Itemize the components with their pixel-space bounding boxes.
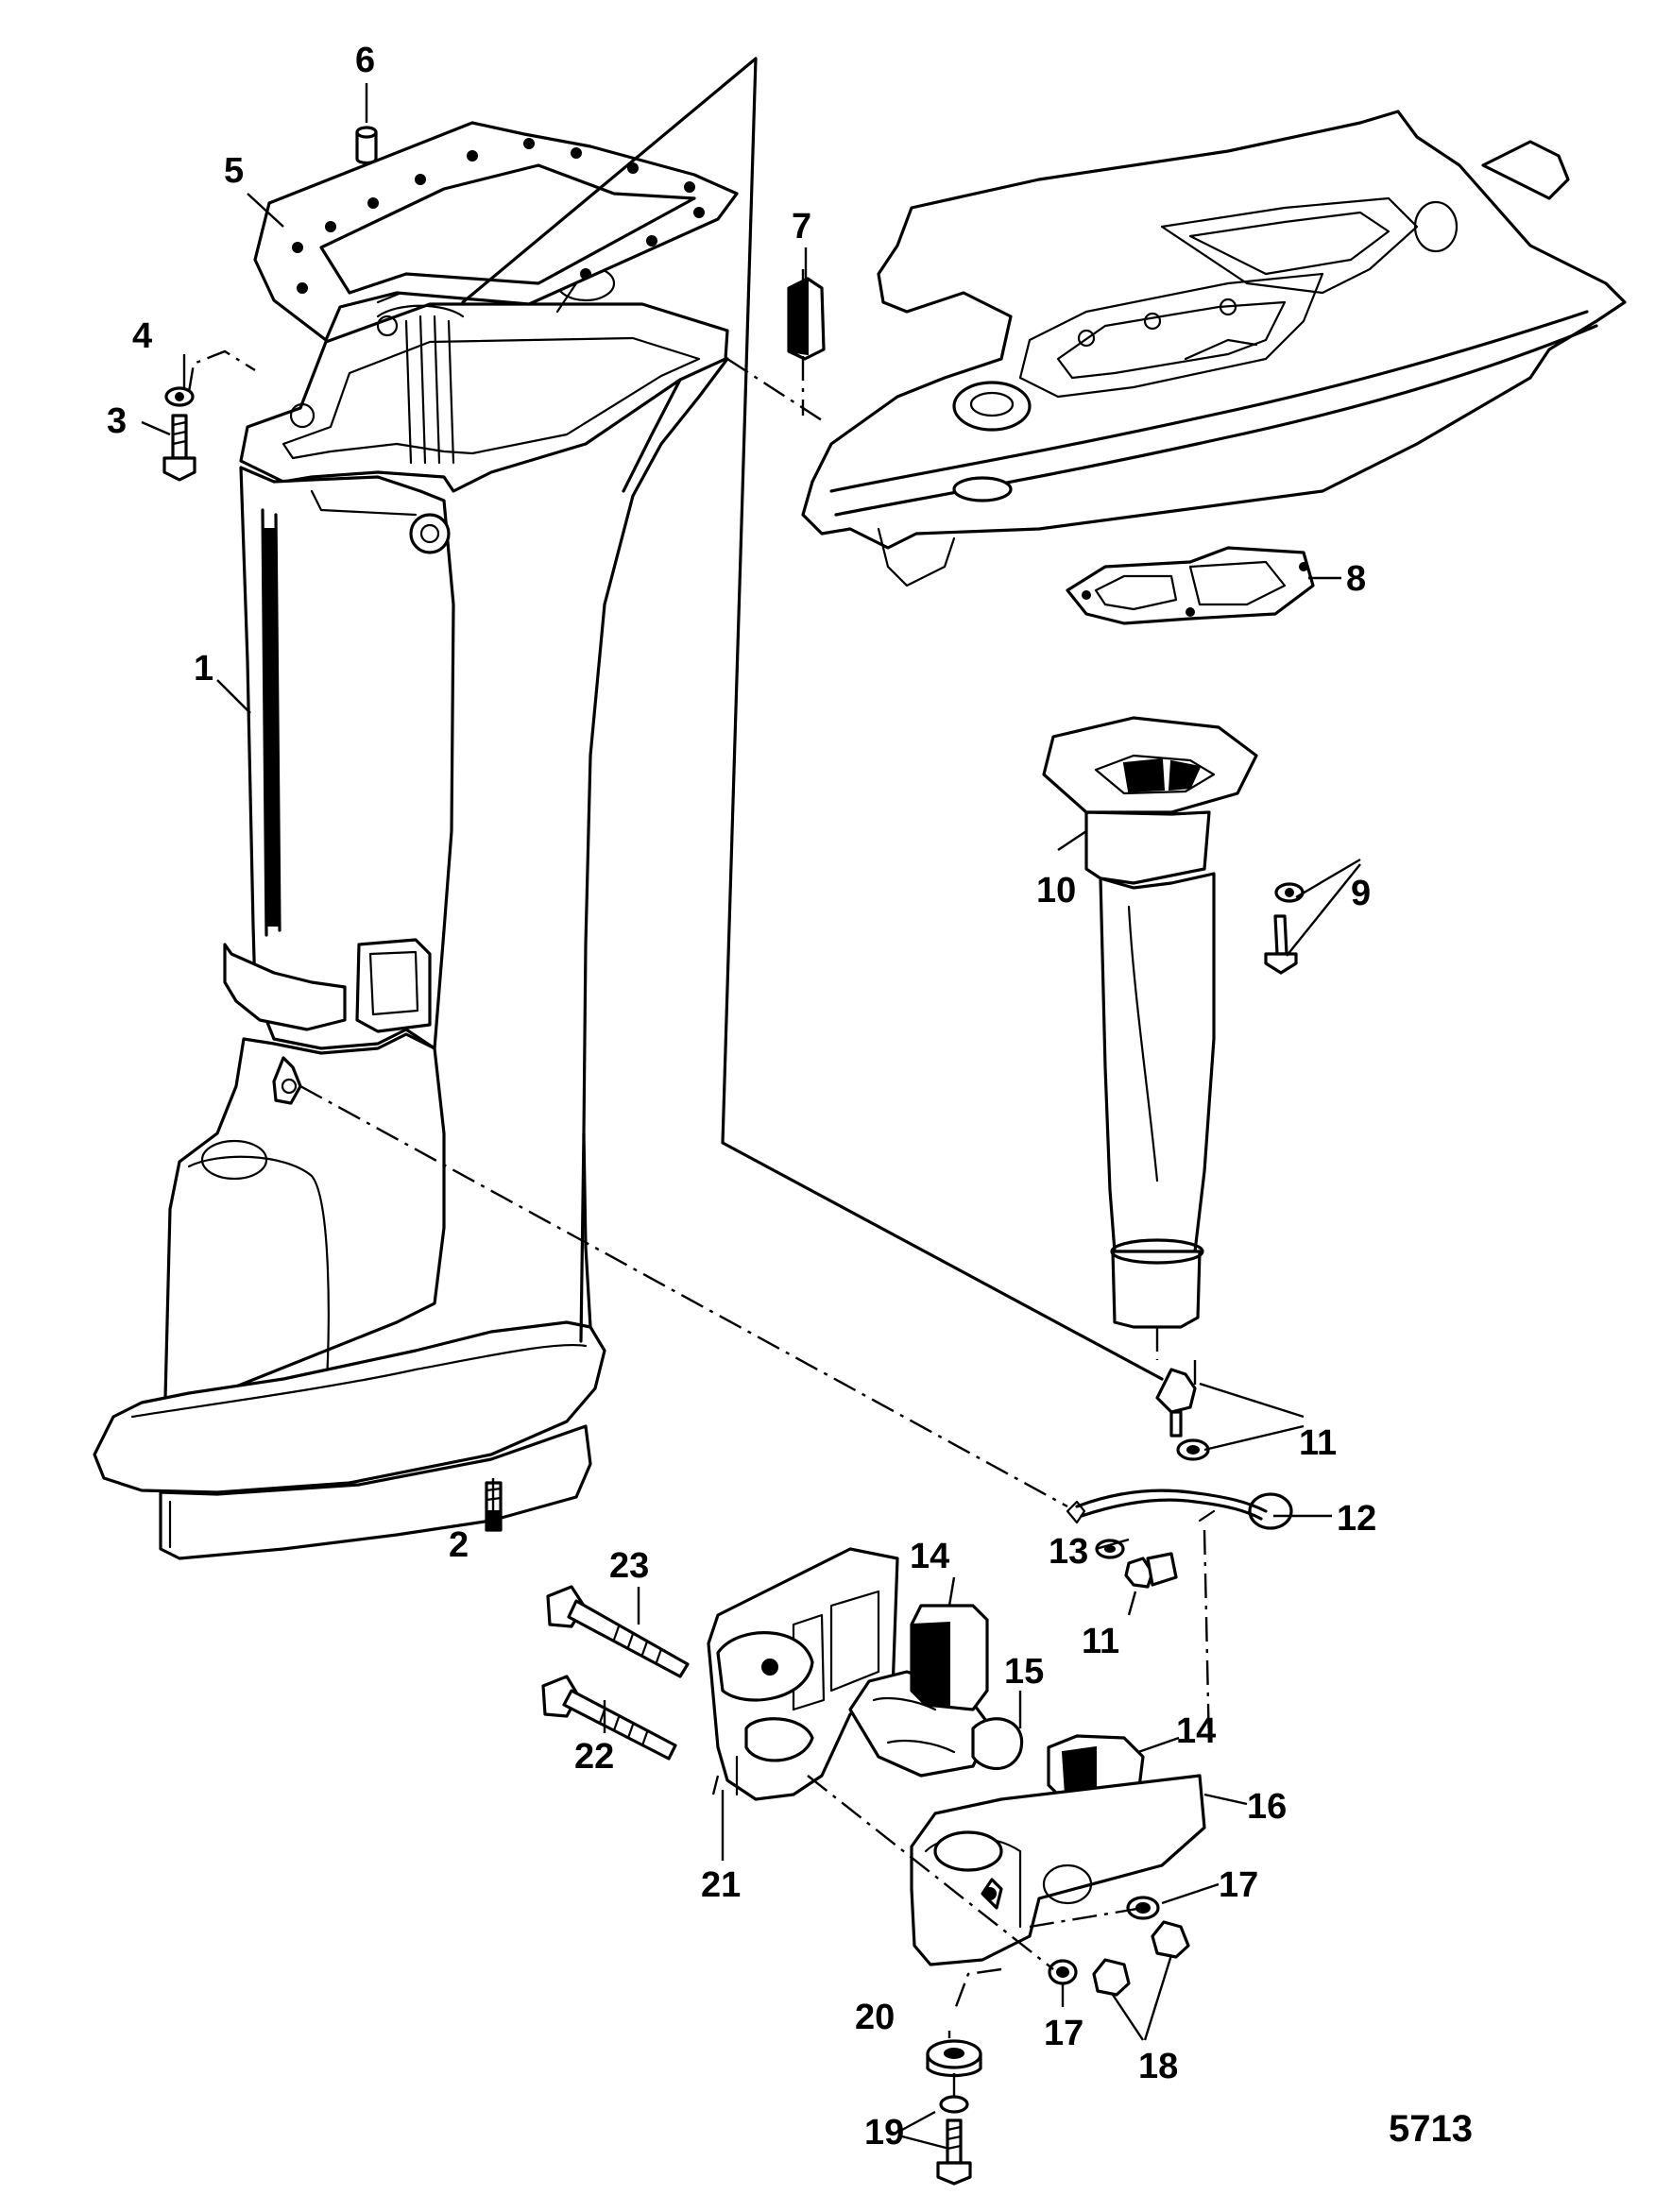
callout-22: 22: [574, 1737, 614, 1777]
callout-18: 18: [1138, 2047, 1178, 2086]
bottom-bolt: [936, 2095, 972, 2186]
gasket: [253, 121, 739, 342]
callout-20: 20: [855, 1998, 895, 2037]
bolt-with-washer: [162, 386, 196, 482]
callout-11a: 11: [1299, 1423, 1337, 1463]
callout-21: 21: [701, 1865, 741, 1905]
callout-4: 4: [132, 316, 152, 356]
callout-19: 19: [864, 2113, 904, 2152]
adapter-gasket: [1066, 546, 1315, 625]
callout-8: 8: [1346, 559, 1366, 599]
callout-7: 7: [792, 207, 811, 247]
callout-15: 15: [1004, 1652, 1044, 1692]
callout-16: 16: [1247, 1787, 1287, 1827]
callout-23: 23: [609, 1546, 649, 1586]
callout-labels: 1 2 3 4 5 6 7 8 9 10 11 11 12 13 14 14 1…: [107, 41, 1473, 2152]
callout-10: 10: [1036, 871, 1076, 910]
dowel-pin: [355, 126, 378, 165]
exhaust-tube: [1042, 716, 1258, 1329]
callout-14b: 14: [1176, 1711, 1216, 1751]
bumper-pad: [787, 277, 826, 361]
callout-17b: 17: [1044, 2014, 1083, 2053]
nut-18-right: [1151, 1920, 1190, 1959]
callout-12: 12: [1337, 1499, 1376, 1539]
callout-14a: 14: [910, 1537, 949, 1576]
callout-3: 3: [107, 401, 127, 441]
callout-17a: 17: [1219, 1865, 1258, 1905]
callout-5: 5: [224, 151, 244, 191]
nut-18-left: [1092, 1958, 1131, 1997]
callout-11b: 11: [1082, 1622, 1119, 1661]
mount-block-upper: [910, 1604, 989, 1711]
callout-6: 6: [355, 41, 375, 80]
ground-strap: [1066, 1368, 1293, 1589]
leader-lines: [141, 83, 1361, 2151]
figure-number: 5713: [1389, 2108, 1473, 2150]
mount-bracket: [707, 1547, 899, 1801]
nut-17-upper: [1126, 1896, 1160, 1920]
long-bolt-upper: [546, 1585, 690, 1678]
nut-17-lower: [1048, 1959, 1078, 1985]
callout-2: 2: [449, 1525, 469, 1565]
driveshaft-housing: [93, 225, 729, 1560]
callout-9: 9: [1351, 874, 1371, 913]
stud: [485, 1481, 503, 1532]
grommet: [926, 2039, 982, 2078]
callout-1: 1: [194, 649, 213, 689]
bottom-cowl: [801, 110, 1627, 587]
callout-13: 13: [1049, 1532, 1088, 1572]
lower-clamp: [910, 1774, 1206, 1966]
long-bolt-lower: [541, 1675, 677, 1761]
assembly-lines: [187, 57, 1211, 2101]
